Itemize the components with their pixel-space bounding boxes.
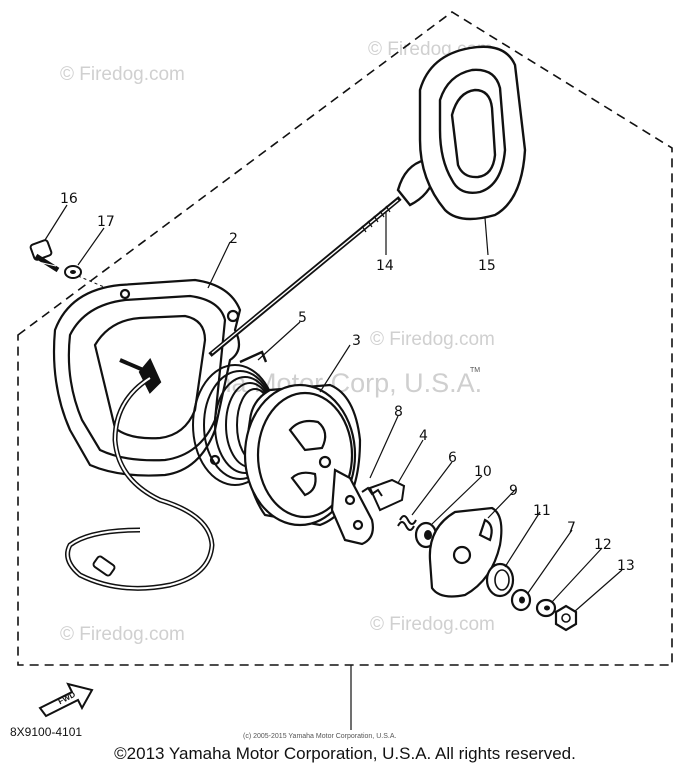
washer-11 [485,562,515,598]
bolt-16 [29,239,60,273]
callout-13: 13 [617,558,635,574]
callout-14: 14 [376,258,394,274]
callout-8: 8 [394,404,403,420]
callout-9: 9 [509,483,518,499]
starter-cable-14-inner [211,199,399,354]
coil-spring-6 [397,515,417,531]
callout-10: 10 [474,464,492,480]
callout-4: 4 [419,428,428,444]
callout-17: 17 [97,214,115,230]
callout-7: 7 [567,520,576,536]
drive-plate-9 [428,506,503,598]
rope-loop-inner [66,377,214,590]
callout-11: 11 [533,503,551,519]
watermark-site-6: © Firedog.com [370,614,495,635]
callout-6: 6 [448,450,457,466]
callout-5: 5 [298,310,307,326]
rope-end-fitting [92,555,116,577]
leader-lines [44,204,623,613]
cable-serrations [361,205,391,233]
callout-numbers: 16 17 2 5 3 8 4 6 10 9 11 7 12 13 14 15 [60,191,635,574]
watermark-tm: TM [470,367,480,374]
sheave-drum-3 [243,383,362,527]
callout-15: 15 [478,258,496,274]
watermark-site-5: © Firedog.com [60,624,185,645]
part-code: 8X9100-4101 [10,725,82,739]
footer-copyright: ©2013 Yamaha Motor Corporation, U.S.A. A… [114,744,576,763]
watermark-site-1: © Firedog.com [60,64,185,85]
callout-3: 3 [352,333,361,349]
dashed-boundary [17,11,673,666]
nut-13 [554,604,578,632]
small-copyright: (c) 2005-2015 Yamaha Motor Corporation, … [243,733,396,740]
washer-17 [64,265,82,279]
callout-16: 16 [60,191,78,207]
washer-7 [510,588,532,612]
pawl-8 [330,468,374,546]
washer-12 [535,598,557,618]
callout-12: 12 [594,537,612,553]
callout-2: 2 [229,231,238,247]
starter-handle-15 [396,45,527,221]
watermark-site-4: © Firedog.com [370,329,495,350]
spring-4 [361,478,406,512]
fwd-arrow: FWD [38,682,94,718]
